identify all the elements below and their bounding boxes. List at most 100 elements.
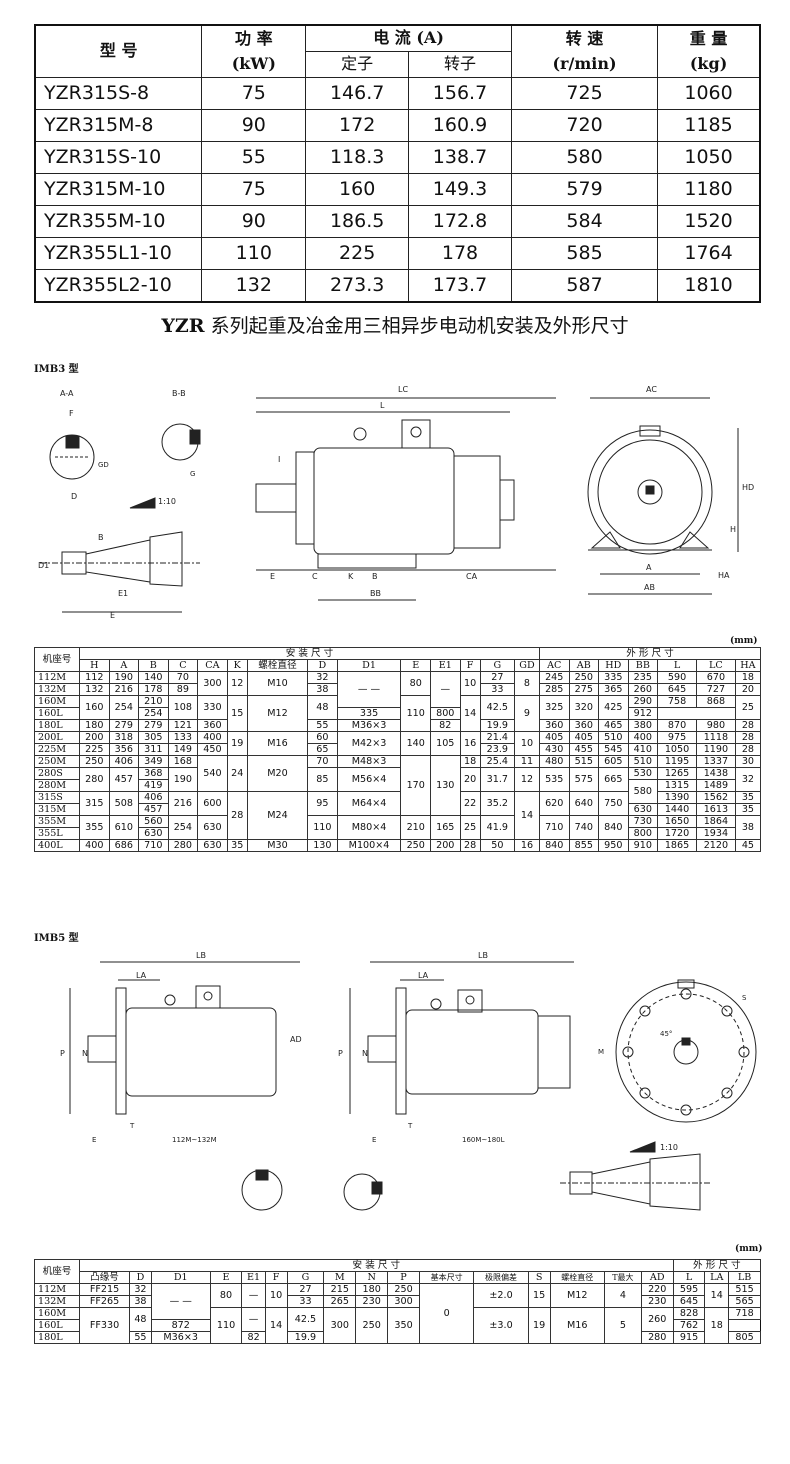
table-cell: 35 xyxy=(734,803,762,816)
table-cell: 508 xyxy=(108,791,140,816)
table-cell: 16 xyxy=(459,731,481,756)
column-header: 螺栓直径 xyxy=(246,659,309,672)
table-cell: 300 xyxy=(387,1295,420,1308)
label-taper-b5: 1:10 xyxy=(660,1143,678,1152)
label-e-side: E xyxy=(270,572,275,581)
label-a: A xyxy=(646,563,652,572)
label-n-1: N xyxy=(82,1049,88,1058)
table-cell: 160 xyxy=(79,695,110,720)
table-cell: 14 xyxy=(704,1283,730,1308)
table-cell: 980 xyxy=(695,719,736,732)
label-lc: LC xyxy=(398,385,408,394)
table-cell: 230 xyxy=(640,1295,674,1308)
table-cell: 18 xyxy=(459,755,481,768)
table-cell: 425 xyxy=(598,695,629,720)
b5-shaft-2 xyxy=(367,1035,397,1063)
frame-cell: 132M xyxy=(34,1295,80,1308)
table-cell: 400 xyxy=(79,839,110,852)
table-cell: 11 xyxy=(513,755,540,768)
table-cell: 480 xyxy=(538,755,570,768)
table-cell: 975 xyxy=(657,731,697,744)
table-cell: 640 xyxy=(568,791,600,816)
label-ha: HA xyxy=(718,571,730,580)
table-cell: 630 xyxy=(627,803,659,816)
header-rotor: 转子 xyxy=(408,50,512,78)
table-cell: 1650 xyxy=(657,815,697,828)
motor-body xyxy=(313,447,455,555)
label-p-2: P xyxy=(338,1049,343,1058)
imb3-label: IMB3 型 xyxy=(34,364,79,375)
table-cell: 710 xyxy=(538,815,570,840)
table-cell: 1438 xyxy=(695,767,736,780)
table-cell: M48×3 xyxy=(336,755,402,768)
table-cell: M56×4 xyxy=(336,767,402,792)
table-cell: 19 xyxy=(527,1307,551,1344)
table-cell: 22 xyxy=(459,791,481,816)
table-cell: 254 xyxy=(138,707,169,720)
table-cell: 1195 xyxy=(657,755,697,768)
table-cell: 912 xyxy=(627,707,659,720)
table-cell: M20 xyxy=(246,755,309,792)
slip-ring-housing xyxy=(453,455,501,549)
column-header: G xyxy=(286,1271,325,1284)
table-cell: 10 xyxy=(264,1283,288,1308)
table-cell: 868 xyxy=(695,695,736,708)
table-cell: — xyxy=(429,671,461,708)
table-cell: 16 xyxy=(513,839,540,852)
table-cell: 35.2 xyxy=(479,791,515,816)
table-cell: 118.3 xyxy=(305,140,410,174)
table-cell: 1190 xyxy=(695,743,736,756)
table-cell: 805 xyxy=(728,1331,761,1344)
table-cell: 610 xyxy=(108,815,140,840)
table-cell: 28 xyxy=(734,719,762,732)
table-cell: 110 xyxy=(209,1307,243,1344)
table-cell: 95 xyxy=(307,791,338,816)
table-cell: 245 xyxy=(538,671,570,684)
column-header: E xyxy=(209,1271,243,1284)
table-cell: 19.9 xyxy=(286,1331,325,1344)
table-cell: 686 xyxy=(108,839,140,852)
table-cell: 168 xyxy=(167,755,199,768)
table-cell: 305 xyxy=(138,731,169,744)
table-cell: M100×4 xyxy=(336,839,402,852)
column-header: C xyxy=(167,659,199,672)
table-cell: 20 xyxy=(734,683,762,696)
table-cell: 75 xyxy=(201,76,307,110)
imb3-install-header: 安 装 尺 寸 xyxy=(79,647,540,660)
table-cell: 400 xyxy=(197,731,228,744)
column-header: G xyxy=(479,659,515,672)
table-cell: 279 xyxy=(108,719,140,732)
table-cell: 149.3 xyxy=(408,172,512,206)
table-cell: 235 xyxy=(627,671,659,684)
table-cell: 8 xyxy=(513,671,540,696)
label-ab: AB xyxy=(644,583,655,592)
table-cell: 80 xyxy=(209,1283,243,1308)
label-m: M xyxy=(598,1048,604,1056)
label-g: G xyxy=(190,470,195,478)
table-cell: 210 xyxy=(138,695,169,708)
column-header: L xyxy=(672,1271,706,1284)
table-cell: 1180 xyxy=(657,172,761,206)
table-cell: 48 xyxy=(129,1307,152,1332)
table-cell: 50 xyxy=(479,839,515,852)
table-cell: 15 xyxy=(527,1283,551,1308)
table-cell: 457 xyxy=(108,767,140,792)
b5-body-1 xyxy=(125,1007,277,1097)
table-cell: 800 xyxy=(627,827,659,840)
header-current: 电 流 (A) xyxy=(305,24,512,52)
table-cell: — — xyxy=(150,1283,211,1320)
column-header: GD xyxy=(513,659,540,672)
column-header: 螺栓直径 xyxy=(549,1271,605,1284)
table-cell: 156.7 xyxy=(408,76,512,110)
feet xyxy=(317,553,417,569)
table-cell: 750 xyxy=(598,791,629,816)
table-cell: 250 xyxy=(79,755,110,768)
table-cell: 872 xyxy=(150,1319,211,1332)
